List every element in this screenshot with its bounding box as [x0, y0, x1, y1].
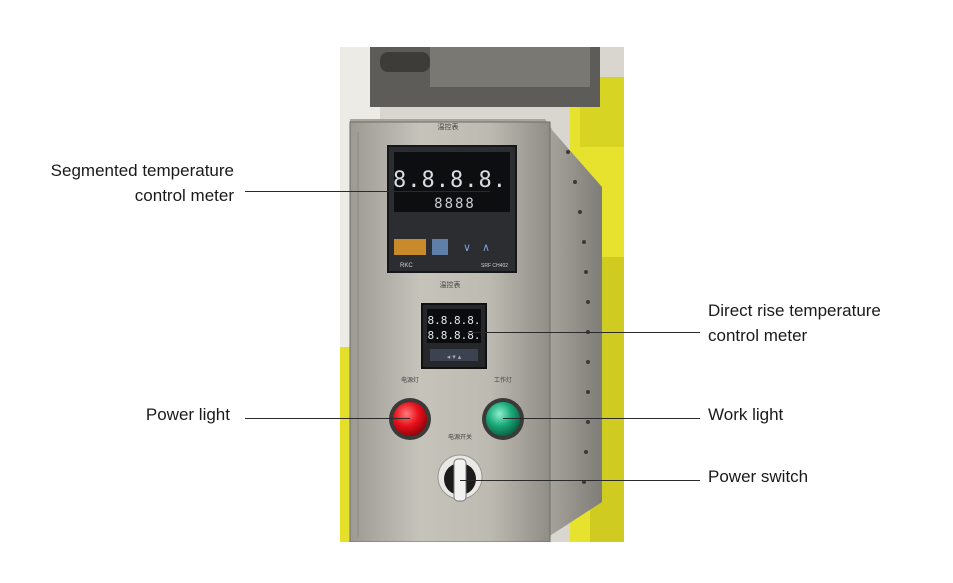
- power-light-label: Power light: [145, 405, 230, 424]
- direct-meter-label-line1: Direct rise temperature: [708, 301, 881, 320]
- segmented-meter-model: SRF CH402: [481, 263, 508, 269]
- direct-rise-temperature-meter: 8.8.8.8. 8.8.8.8. ◂ ▾ ▴: [421, 303, 487, 369]
- power-switch-leader-line: [460, 480, 700, 481]
- segmented-meter-label-line2: control meter: [134, 186, 234, 205]
- work-light: [482, 398, 524, 440]
- power-switch-caption: 电源开关: [448, 433, 472, 441]
- svg-text:∨: ∨: [463, 242, 471, 254]
- control-box-photo: 温控表 8.8.8.8. 8888 ∨ ∧ RKC SRF CH402 温控表 …: [340, 47, 624, 542]
- power-light-leader-line: [245, 418, 410, 419]
- direct-meter-label: Direct rise temperature control meter: [708, 298, 881, 348]
- segmented-meter-caption: 温控表: [438, 122, 459, 131]
- segmented-temperature-meter: 8.8.8.8. 8888 ∨ ∧ RKC SRF CH402: [387, 145, 517, 273]
- direct-meter-upper-value: 8.8.8.8.: [428, 314, 481, 327]
- work-light-leader-line: [503, 418, 700, 419]
- power-light-caption: 电源灯: [401, 376, 419, 384]
- work-light-caption: 工作灯: [494, 376, 512, 384]
- power-light: [389, 398, 431, 440]
- svg-text:◂ ▾ ▴: ◂ ▾ ▴: [447, 354, 462, 361]
- power-switch-label: Power switch: [708, 467, 809, 486]
- segmented-meter-label: Segmented temperature control meter: [18, 158, 234, 208]
- direct-meter-label-line2: control meter: [708, 326, 808, 345]
- segmented-meter-leader-line: [245, 191, 490, 192]
- direct-meter-lower-value: 8.8.8.8.: [428, 329, 481, 342]
- segmented-meter-label-line1: Segmented temperature: [50, 161, 234, 180]
- segmented-meter-lower-value: 8888: [434, 196, 476, 212]
- direct-meter-leader-line: [467, 332, 700, 333]
- svg-text:∧: ∧: [482, 242, 490, 254]
- work-light-label: Work light: [708, 405, 784, 424]
- segmented-meter-upper-value: 8.8.8.8.: [393, 168, 507, 193]
- direct-meter-caption: 温控表: [440, 280, 461, 289]
- segmented-meter-brand: RKC: [400, 263, 413, 269]
